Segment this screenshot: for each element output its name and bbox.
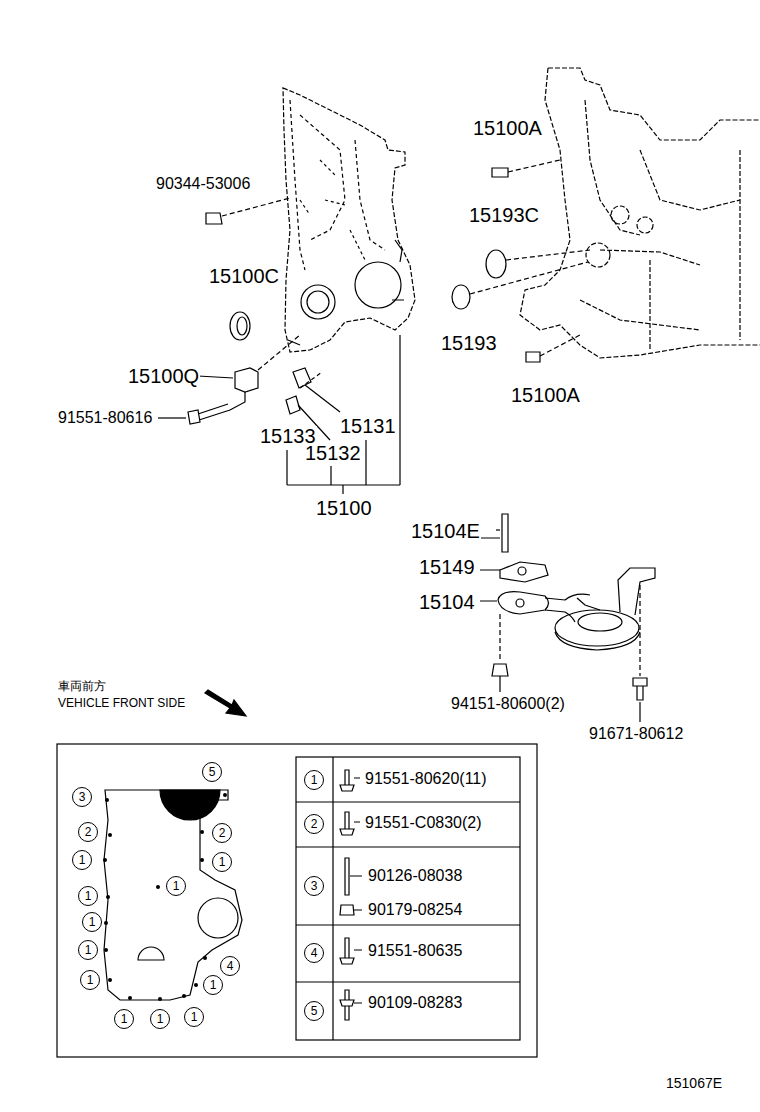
part-label: 91671-80612 <box>588 726 684 742</box>
part-label: 91551-80620(11) <box>364 771 488 787</box>
callout-number: 5 <box>209 766 216 778</box>
callout-circle: 2 <box>78 822 98 842</box>
callout-number: 1 <box>121 1013 128 1025</box>
callout-circle: 4 <box>304 943 324 963</box>
callout-number: 2 <box>311 818 318 830</box>
part-label: 90344-53006 <box>155 176 251 192</box>
part-label: 90179-08254 <box>367 902 463 918</box>
part-label: 15131 <box>339 416 397 436</box>
callout-circle: 1 <box>304 770 324 790</box>
callout-number: 1 <box>210 979 217 991</box>
part-label: 15100C <box>208 266 280 286</box>
callout-circle: 1 <box>166 876 186 896</box>
callout-circle: 1 <box>212 852 232 872</box>
cover-outline <box>104 790 242 1000</box>
callout-number: 1 <box>85 944 92 956</box>
callout-number: 2 <box>219 827 226 839</box>
callout-circle: 5 <box>304 1001 324 1021</box>
part-label: 90126-08038 <box>367 868 463 884</box>
callout-number: 1 <box>87 974 94 986</box>
part-label: 15100A <box>472 118 543 138</box>
part-label: 151067E <box>665 1076 723 1090</box>
part-label: 91551-80616 <box>57 410 153 426</box>
callout-circle: 2 <box>212 823 232 843</box>
callout-circle: 3 <box>72 787 92 807</box>
callout-circle: 1 <box>114 1009 134 1029</box>
callout-circle: 2 <box>304 814 324 834</box>
part-label: 15100A <box>510 385 581 405</box>
callout-number: 1 <box>311 774 318 786</box>
part-label: 15100 <box>315 498 373 518</box>
callout-number: 3 <box>79 791 86 803</box>
part-label: VEHICLE FRONT SIDE <box>57 697 186 709</box>
callout-number: 3 <box>311 880 318 892</box>
part-label: 15193C <box>468 205 540 225</box>
callout-circle: 1 <box>78 940 98 960</box>
part-label: 15104 <box>418 592 476 612</box>
callout-number: 4 <box>311 947 318 959</box>
callout-circle: 1 <box>72 850 92 870</box>
callout-number: 2 <box>85 826 92 838</box>
callout-circle: 1 <box>78 886 98 906</box>
part-label: 15149 <box>418 557 476 577</box>
part-label: 15100Q <box>127 366 200 386</box>
callout-number: 1 <box>219 856 226 868</box>
callout-circle: 4 <box>220 956 240 976</box>
timing-cover <box>283 88 415 352</box>
callout-number: 1 <box>173 880 180 892</box>
callout-circle: 3 <box>304 876 324 896</box>
part-label: 15104E <box>410 521 481 541</box>
part-label: 90109-08283 <box>367 995 463 1011</box>
callout-circle: 1 <box>82 912 102 932</box>
part-label: 91551-C0830(2) <box>364 815 483 831</box>
part-label: 91551-80635 <box>367 943 463 959</box>
part-label: 15193 <box>440 333 498 353</box>
callout-number: 1 <box>191 1011 198 1023</box>
engine-block <box>520 68 760 358</box>
callout-number: 1 <box>79 854 86 866</box>
part-label: 94151-80600(2) <box>450 696 566 712</box>
oil-strainer <box>496 514 655 650</box>
callout-circle: 1 <box>184 1007 204 1027</box>
callout-number: 1 <box>157 1013 164 1025</box>
callout-circle: 1 <box>80 970 100 990</box>
callout-number: 5 <box>311 1005 318 1017</box>
callout-circle: 1 <box>203 975 223 995</box>
callout-number: 1 <box>85 890 92 902</box>
callout-number: 4 <box>227 960 234 972</box>
callout-circle: 1 <box>150 1009 170 1029</box>
callout-number: 1 <box>89 916 96 928</box>
part-label: 車両前方 <box>57 680 107 692</box>
part-label: 15132 <box>304 443 362 463</box>
callout-circle: 5 <box>202 762 222 782</box>
